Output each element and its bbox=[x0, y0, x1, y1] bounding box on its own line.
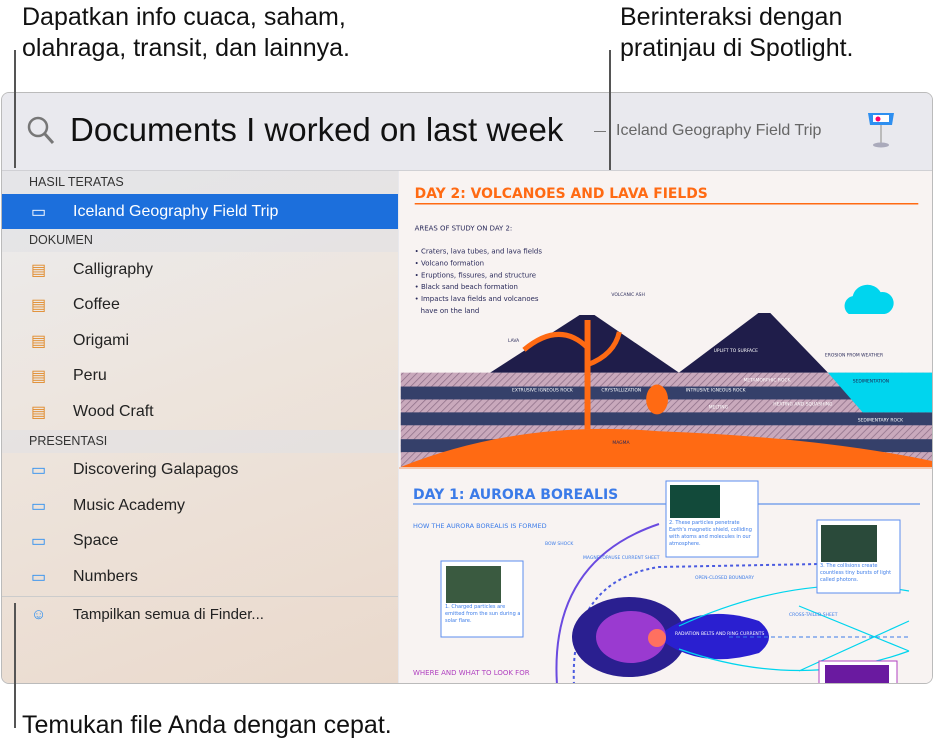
label-uplift: UPLIFT TO SURFACE bbox=[714, 348, 758, 354]
caption-card-3: 3. The collisions create countless tiny … bbox=[816, 519, 901, 594]
callout-preview: Berinteraksi dengan pratinjau di Spotlig… bbox=[620, 3, 854, 62]
result-item[interactable]: ▤ Peru bbox=[2, 359, 398, 395]
callout-info: Dapatkan info cuaca, saham, olahraga, tr… bbox=[22, 3, 350, 62]
result-label: Wood Craft bbox=[73, 402, 154, 420]
label-boundary: OPEN-CLOSED BOUNDARY bbox=[695, 575, 754, 581]
caption-2: 2. These particles penetrate Earth's mag… bbox=[669, 520, 752, 547]
result-item-top[interactable]: ▭ Iceland Geography Field Trip bbox=[2, 194, 398, 229]
slide1-subtitle: HOW THE AURORA BOREALIS IS FORMED bbox=[413, 522, 547, 530]
callout-line bbox=[14, 50, 16, 168]
caption-3: 3. The collisions create countless tiny … bbox=[820, 563, 892, 583]
separator-dash bbox=[594, 131, 606, 132]
label-lava: LAVA bbox=[508, 338, 520, 344]
keynote-icon bbox=[868, 113, 894, 148]
result-item[interactable]: ▤ Coffee bbox=[2, 288, 398, 324]
caption-card-1: 1. Charged particles are emitted from th… bbox=[440, 560, 524, 638]
result-label: Origami bbox=[73, 331, 130, 349]
document-preview[interactable]: DAY 2: VOLCANOES AND LAVA FIELDS AREAS O… bbox=[399, 171, 932, 683]
pages-file-icon: ▤ bbox=[31, 297, 47, 315]
result-item[interactable]: ▤ Wood Craft bbox=[2, 394, 398, 430]
callout-line bbox=[609, 50, 611, 170]
label-radiation: RADIATION BELTS AND RING CURRENTS bbox=[675, 631, 765, 637]
pages-file-icon: ▤ bbox=[31, 403, 47, 421]
caption-1: 1. Charged particles are emitted from th… bbox=[445, 604, 521, 624]
slide1-title: DAY 1: AURORA BOREALIS bbox=[413, 487, 618, 503]
results-list: HASIL TERATAS ▭ Iceland Geography Field T… bbox=[2, 171, 398, 683]
label-magnetopause: MAGNETOPAUSE CURRENT SHEET bbox=[583, 555, 660, 561]
slide-aurora: DAY 1: AURORA BOREALIS HOW THE AURORA BO… bbox=[399, 471, 932, 683]
bullet: • Black sand beach formation bbox=[415, 283, 518, 291]
label-cross-tailed: CROSS-TAILED SHEET bbox=[789, 612, 838, 618]
result-label: Calligraphy bbox=[73, 260, 154, 278]
divider bbox=[2, 595, 398, 597]
keynote-file-icon: ▭ bbox=[31, 568, 47, 586]
label-intrusive: INTRUSIVE IGNEOUS ROCK bbox=[686, 388, 747, 394]
label-bow-shock: BOW SHOCK bbox=[545, 541, 574, 547]
result-item[interactable]: ▭ Space bbox=[2, 524, 398, 560]
bullet: have on the land bbox=[421, 307, 480, 315]
callout-find-files: Temukan file Anda dengan cepat. bbox=[22, 711, 392, 739]
label-crystallization: CRYSTALLIZATION bbox=[601, 388, 641, 394]
result-label: Numbers bbox=[73, 567, 138, 585]
search-icon bbox=[27, 116, 55, 145]
show-all-in-finder[interactable]: ☺ Tampilkan semua di Finder... bbox=[2, 597, 398, 633]
slide2-title: DAY 2: VOLCANOES AND LAVA FIELDS bbox=[415, 186, 708, 202]
slide2-subtitle: AREAS OF STUDY ON DAY 2: bbox=[415, 225, 513, 233]
label-sedimentary: SEDIMENTARY ROCK bbox=[858, 417, 904, 423]
label-melting: MELTING bbox=[709, 404, 729, 410]
keynote-file-icon: ▭ bbox=[31, 533, 47, 551]
label-erosion: EROSION FROM WEATHER bbox=[825, 353, 883, 359]
caption-card-2: 2. These particles penetrate Earth's mag… bbox=[665, 480, 759, 558]
result-item[interactable]: ▤ Calligraphy bbox=[2, 252, 398, 288]
slide-volcanoes: DAY 2: VOLCANOES AND LAVA FIELDS AREAS O… bbox=[399, 171, 932, 469]
result-item[interactable]: ▤ Origami bbox=[2, 323, 398, 359]
search-input[interactable]: Documents I worked on last week bbox=[70, 111, 564, 148]
label-magma: MAGMA bbox=[612, 440, 630, 446]
result-label: Coffee bbox=[73, 296, 120, 314]
preview-title: Iceland Geography Field Trip bbox=[616, 122, 822, 139]
label-heating: HEATING AND SQUASHING bbox=[773, 401, 833, 407]
bullet: • Craters, lava tubes, and lava fields bbox=[415, 247, 543, 255]
bullet: • Eruptions, fissures, and structure bbox=[415, 271, 536, 279]
label-metamorphic: METAMORPHIC ROCK bbox=[743, 378, 791, 384]
callout-line bbox=[14, 603, 16, 728]
bullet: • Impacts lava fields and volcanoes bbox=[415, 295, 539, 303]
result-label: Peru bbox=[73, 367, 107, 385]
finder-icon: ☺ bbox=[31, 605, 47, 623]
result-item[interactable]: ▭ Numbers bbox=[2, 559, 398, 595]
result-label: Discovering Galapagos bbox=[73, 461, 239, 479]
label-ash: VOLCANIC ASH bbox=[611, 292, 645, 298]
result-item[interactable]: ▭ Music Academy bbox=[2, 488, 398, 524]
slide1-subtitle2: WHERE AND WHAT TO LOOK FOR bbox=[413, 669, 530, 677]
result-label: Space bbox=[73, 532, 119, 550]
spotlight-window: Documents I worked on last week Iceland … bbox=[1, 92, 933, 684]
label-sedimentation: SEDIMENTATION bbox=[853, 379, 889, 385]
result-label: Music Academy bbox=[73, 496, 186, 514]
search-bar[interactable]: Documents I worked on last week Iceland … bbox=[2, 93, 932, 171]
keynote-file-icon: ▭ bbox=[31, 203, 47, 221]
section-documents: DOKUMEN bbox=[2, 229, 398, 252]
pages-file-icon: ▤ bbox=[31, 261, 47, 279]
result-item[interactable]: ▭ Discovering Galapagos bbox=[2, 453, 398, 489]
result-label: Tampilkan semua di Finder... bbox=[73, 605, 264, 623]
keynote-file-icon: ▭ bbox=[31, 462, 47, 480]
keynote-file-icon: ▭ bbox=[31, 497, 47, 515]
result-label: Iceland Geography Field Trip bbox=[73, 202, 279, 220]
bullet: • Volcano formation bbox=[415, 259, 484, 267]
section-top-hits: HASIL TERATAS bbox=[2, 171, 398, 194]
pages-file-icon: ▤ bbox=[31, 332, 47, 350]
pages-file-icon: ▤ bbox=[31, 368, 47, 386]
section-presentations: PRESENTASI bbox=[2, 429, 398, 453]
label-extrusive: EXTRUSIVE IGNEOUS ROCK bbox=[512, 388, 574, 394]
